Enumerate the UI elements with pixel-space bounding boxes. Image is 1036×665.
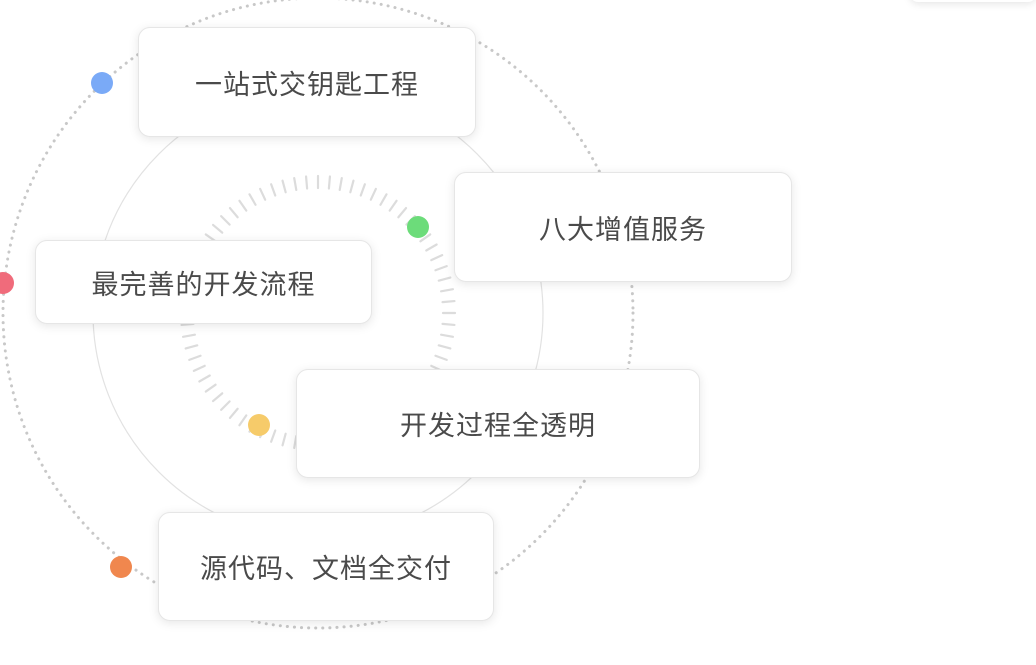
ring-tick <box>430 254 444 262</box>
ring-tick <box>379 193 388 206</box>
ring-tick <box>440 288 455 293</box>
ring-tick <box>441 322 456 327</box>
ring-tick <box>434 265 448 272</box>
step-card-transparency: 开发过程全透明 <box>296 369 700 478</box>
ring-tick <box>338 176 343 191</box>
step-dot-red <box>0 272 14 294</box>
ring-tick <box>437 344 452 350</box>
step-dot-yellow <box>248 414 270 436</box>
step-card-turnkey: 一站式交钥匙工程 <box>138 27 476 137</box>
ring-tick <box>238 414 248 427</box>
ring-tick <box>281 179 287 194</box>
step-card-value-added-services: 八大增值服务 <box>454 172 792 282</box>
step-card-label: 源代码、文档全交付 <box>200 554 452 585</box>
step-card-source-delivery: 源代码、文档全交付 <box>158 512 494 621</box>
ring-tick <box>349 179 355 194</box>
ring-tick <box>281 432 287 447</box>
ring-tick <box>180 322 195 327</box>
ring-tick <box>388 199 398 212</box>
ring-tick <box>270 429 277 443</box>
ring-tick <box>211 223 224 234</box>
ring-tick <box>304 175 309 190</box>
ring-tick <box>228 407 239 420</box>
ring-tick <box>327 175 332 190</box>
ring-tick <box>198 374 211 383</box>
ring-tick <box>440 333 455 338</box>
ring-tick <box>238 199 248 212</box>
ring-tick <box>369 187 377 201</box>
ring-tick <box>270 183 277 197</box>
outer-dotted-ring <box>1 0 635 630</box>
ring-tick <box>211 392 224 403</box>
ring-tick <box>228 206 239 219</box>
ring-tick <box>259 187 267 201</box>
step-card-label: 开发过程全透明 <box>400 411 596 442</box>
step-card-label: 八大增值服务 <box>539 214 707 246</box>
ring-tick <box>220 215 231 226</box>
step-card-label: 最完善的开发流程 <box>91 269 316 301</box>
ring-tick <box>359 183 366 197</box>
step-dot-blue <box>91 72 113 94</box>
ring-tick <box>397 206 408 219</box>
step-dot-orange <box>110 556 132 578</box>
ring-tick <box>441 299 456 304</box>
ring-tick <box>425 243 438 252</box>
step-dot-green <box>407 216 429 238</box>
ring-tick <box>192 364 206 372</box>
ring-tick <box>293 435 298 450</box>
ring-tick <box>204 383 217 393</box>
ring-tick <box>220 400 231 411</box>
ring-tick <box>434 354 448 361</box>
partial-card-edge <box>910 0 1036 2</box>
ring-tick <box>419 233 432 243</box>
ring-tick <box>437 276 452 282</box>
step-card-label: 一站式交钥匙工程 <box>195 69 419 101</box>
ring-tick <box>293 176 298 191</box>
ring-tick <box>188 354 202 361</box>
ring-tick <box>248 193 257 206</box>
ring-tick <box>184 344 199 350</box>
step-card-development-process: 最完善的开发流程 <box>35 240 372 324</box>
ring-tick <box>181 333 196 338</box>
